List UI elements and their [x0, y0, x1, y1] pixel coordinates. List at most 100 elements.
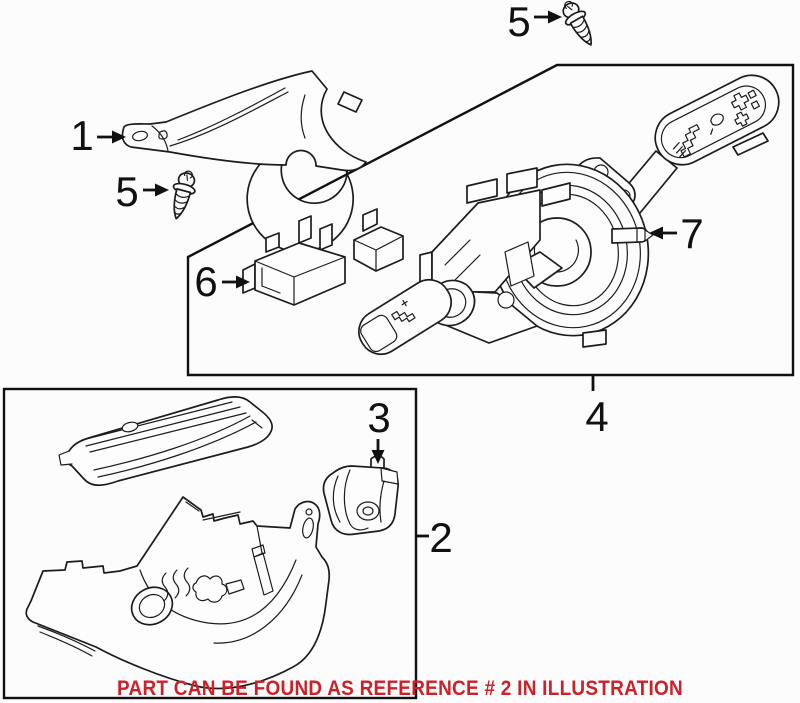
wiper-stalk-body	[358, 278, 452, 356]
callout-7: 7	[649, 210, 704, 257]
screw-part-top	[556, 0, 602, 52]
module-tab	[319, 223, 333, 251]
control-module-part	[242, 215, 346, 306]
bracket-part	[322, 455, 399, 536]
plus-symbol-icon	[734, 111, 750, 127]
cover-crease-line	[300, 94, 306, 139]
body-detail	[504, 241, 535, 287]
locking-pin-part	[611, 227, 654, 244]
lower-column-cover-part	[25, 496, 331, 690]
column-boot-ring	[130, 586, 174, 626]
screw-hole	[158, 130, 168, 140]
tray-step	[251, 419, 263, 429]
hub-block	[541, 182, 571, 207]
module-body	[254, 242, 346, 306]
bracket-curve	[379, 480, 385, 523]
body-detail-lines	[444, 239, 481, 281]
square-symbol-icon	[747, 89, 757, 99]
cover-ridge-line	[177, 87, 286, 141]
callout-5-left-arrowhead	[155, 183, 169, 197]
plus-symbol-icon	[401, 299, 408, 307]
mount-edges	[353, 235, 404, 272]
callout-2: 2	[417, 514, 453, 561]
callout-5-top-label: 5	[507, 0, 530, 45]
callout-5-left-label: 5	[115, 168, 138, 215]
callout-5-top-arrowhead	[548, 10, 562, 24]
wiper-stalk	[358, 278, 476, 356]
turn-signal-stalk	[603, 74, 780, 231]
horn-slot	[302, 517, 314, 539]
column-tray-cover-part	[58, 396, 273, 487]
bracket-hole	[356, 501, 380, 521]
tray-tab	[58, 450, 73, 466]
flange-panel-lines	[37, 625, 96, 657]
callout-2-label: 2	[429, 514, 452, 561]
tray-outline	[65, 396, 273, 487]
body-block	[466, 178, 498, 204]
callout-7-label: 7	[680, 210, 703, 257]
cover-body	[121, 70, 367, 172]
arch-notch	[337, 91, 363, 113]
callout-7-arrowhead	[649, 226, 663, 240]
callout-3-label: 3	[367, 394, 390, 441]
column-covers-group-box	[2, 387, 418, 700]
top-edge-details	[185, 501, 263, 554]
wiper-symbol-icon	[680, 124, 700, 158]
tray-hole	[121, 421, 139, 433]
callout-1-label: 1	[70, 112, 93, 159]
callout-5-left: 5	[115, 168, 169, 215]
callout-3: 3	[367, 394, 391, 464]
stalk-symbol-icon	[391, 310, 416, 323]
callout-1-arrowhead	[112, 130, 126, 144]
module-edges	[254, 256, 346, 306]
pin-tip	[644, 229, 654, 242]
callout-6: 6	[194, 258, 250, 305]
callout-1: 1	[70, 112, 126, 159]
callout-6-arrowhead	[236, 275, 250, 289]
lower-cover-outline	[25, 496, 331, 690]
bracket-corner	[380, 467, 399, 485]
screw-hole	[132, 130, 148, 142]
body-boss	[497, 291, 515, 309]
stalk-end-cap	[360, 314, 398, 353]
bracket-curve	[343, 469, 369, 531]
cover-ridge-line	[169, 91, 289, 147]
screw-part-left	[164, 167, 201, 223]
module-tab	[298, 215, 312, 244]
body-block	[506, 167, 538, 194]
disc-bottom-tab	[582, 329, 607, 348]
module-tab	[265, 232, 280, 253]
boot-bellows	[161, 567, 191, 602]
tray-recess	[93, 415, 257, 478]
switch-assembly-group-box	[186, 63, 795, 377]
paddle-tab	[732, 132, 769, 156]
bracket-outline	[322, 465, 399, 536]
tray-ribs	[81, 401, 247, 453]
horn-hole	[305, 508, 313, 516]
cover-step	[225, 579, 245, 595]
hatch-lines	[672, 142, 687, 158]
bracket-curve	[332, 475, 341, 523]
cover-inner-lip	[213, 574, 303, 644]
square-symbol-icon	[750, 100, 760, 110]
mount-tab	[362, 208, 378, 232]
callout-6-label: 6	[194, 258, 217, 305]
cover-arch-band	[246, 137, 354, 253]
cover-crease-line	[151, 125, 169, 152]
pin-body	[611, 227, 649, 244]
washer-symbol-icon	[710, 113, 724, 135]
column-boot-inner	[138, 593, 166, 619]
seam-strip	[251, 544, 274, 596]
upper-column-cover-part	[121, 70, 367, 253]
callout-4-label: 4	[585, 393, 608, 440]
bracket-hole-inner	[362, 506, 374, 516]
reference-caption: PART CAN BE FOUND AS REFERENCE # 2 IN IL…	[117, 677, 683, 700]
plus-symbol-icon	[731, 92, 750, 111]
callout-3-arrowhead	[371, 450, 385, 464]
callout-5-top: 5	[507, 0, 562, 45]
combination-switch-assembly	[353, 74, 780, 356]
clamp-detail	[192, 575, 228, 603]
callout-4: 4	[585, 374, 609, 440]
